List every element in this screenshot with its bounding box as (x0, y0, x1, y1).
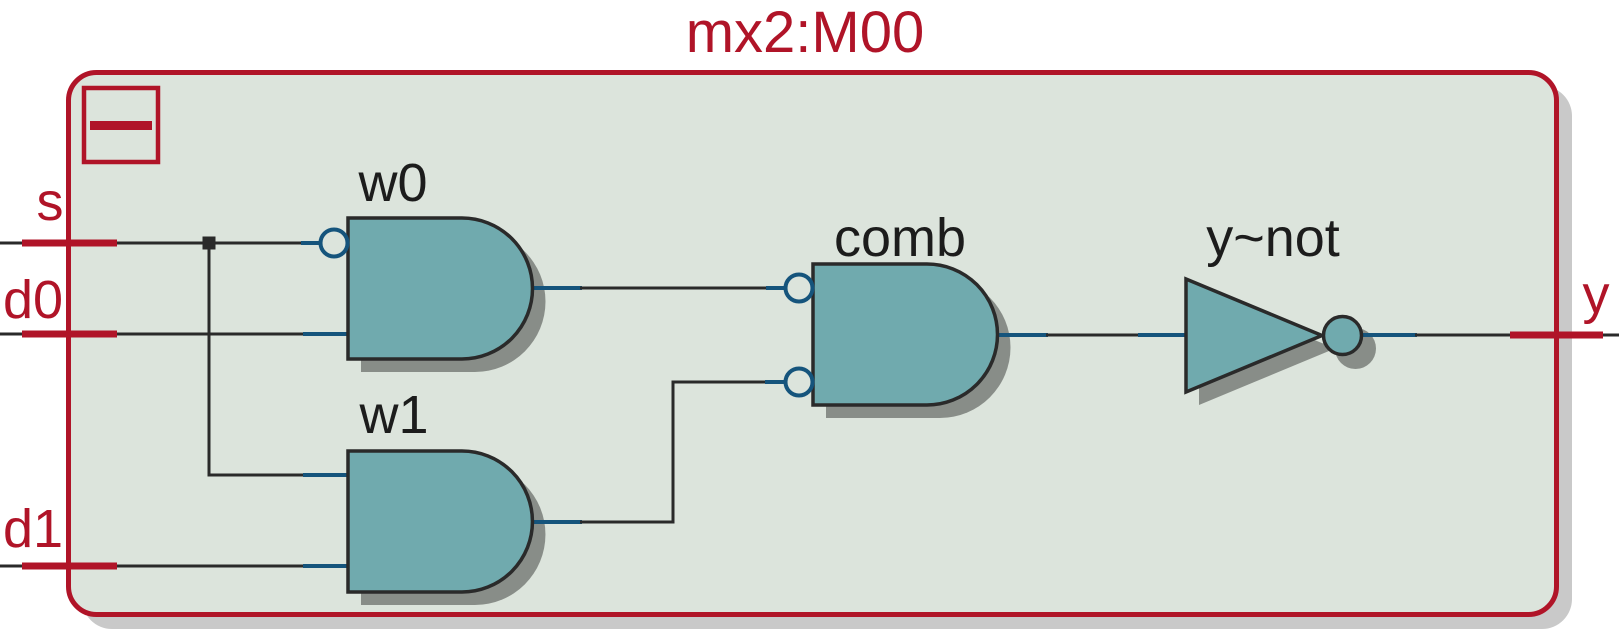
port-label: d0 (3, 270, 63, 330)
port-s[interactable]: s (22, 172, 117, 247)
and-gate-body (346, 216, 535, 361)
and-gate-body (811, 262, 1000, 407)
gate-label: w0 (357, 153, 427, 213)
collapse-module-button[interactable] (81, 85, 161, 165)
inverted-input-bubble (318, 227, 350, 259)
wire-junction-dot (202, 236, 216, 250)
inverted-output-bubble (1321, 314, 1364, 357)
port-label: y (1583, 265, 1610, 325)
module-title: mx2:M00 (686, 0, 925, 65)
gate-w0[interactable]: w0 (318, 153, 535, 361)
and-gate-body (346, 449, 535, 594)
collapse-button-frame (81, 85, 161, 165)
gate-w1[interactable]: w1 (346, 385, 535, 594)
gate-comb[interactable]: comb (783, 208, 1000, 407)
inverted-input-bubble (783, 366, 815, 398)
gate-label: comb (834, 208, 966, 268)
port-d1[interactable]: d1 (3, 499, 117, 570)
minus-icon (90, 121, 152, 130)
port-y[interactable]: y (1510, 265, 1610, 339)
port-d0[interactable]: d0 (3, 270, 117, 338)
wire-segment (207, 243, 306, 477)
gate-label: y~not (1206, 208, 1340, 268)
port-label: d1 (3, 499, 63, 559)
gate-ynot[interactable]: y~not (1184, 208, 1364, 395)
port-label: s (37, 172, 64, 232)
gate-label: w1 (358, 385, 428, 445)
net-w1-to-comb[interactable] (531, 380, 784, 524)
inverted-input-bubble (783, 272, 815, 304)
inverter-triangle (1184, 276, 1327, 395)
wire-segment (580, 380, 767, 524)
